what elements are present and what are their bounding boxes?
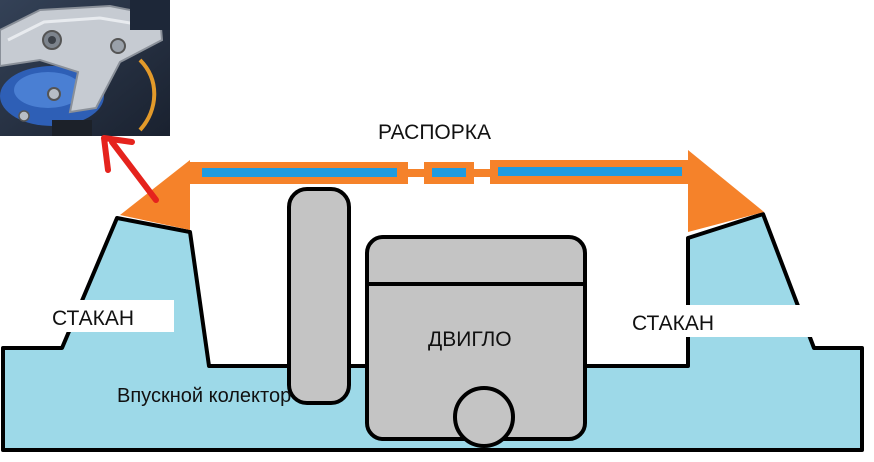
strut-joint-right (472, 169, 492, 177)
strut-core-left (202, 168, 397, 177)
cup-right-label: СТАКАН (632, 312, 714, 335)
strut-core-middle (432, 168, 466, 177)
intake-manifold (287, 187, 351, 405)
cup-left-label-bg (43, 300, 174, 332)
pointer-arrow (101, 135, 159, 203)
strut-joint-left (406, 169, 426, 177)
inset-photo (0, 0, 170, 136)
engine-label: ДВИГЛО (428, 328, 512, 351)
chassis-body (1, 212, 864, 452)
strut-label: РАСПОРКА (378, 121, 491, 144)
strut-core-right (498, 167, 682, 176)
strut-bar (120, 150, 764, 232)
engine-pulley (453, 386, 515, 448)
cup-right-label-bg (620, 305, 874, 337)
cup-left-label: СТАКАН (52, 307, 134, 330)
strut-right-mount (688, 150, 764, 232)
intake-label: Впускной колектор (117, 385, 291, 407)
